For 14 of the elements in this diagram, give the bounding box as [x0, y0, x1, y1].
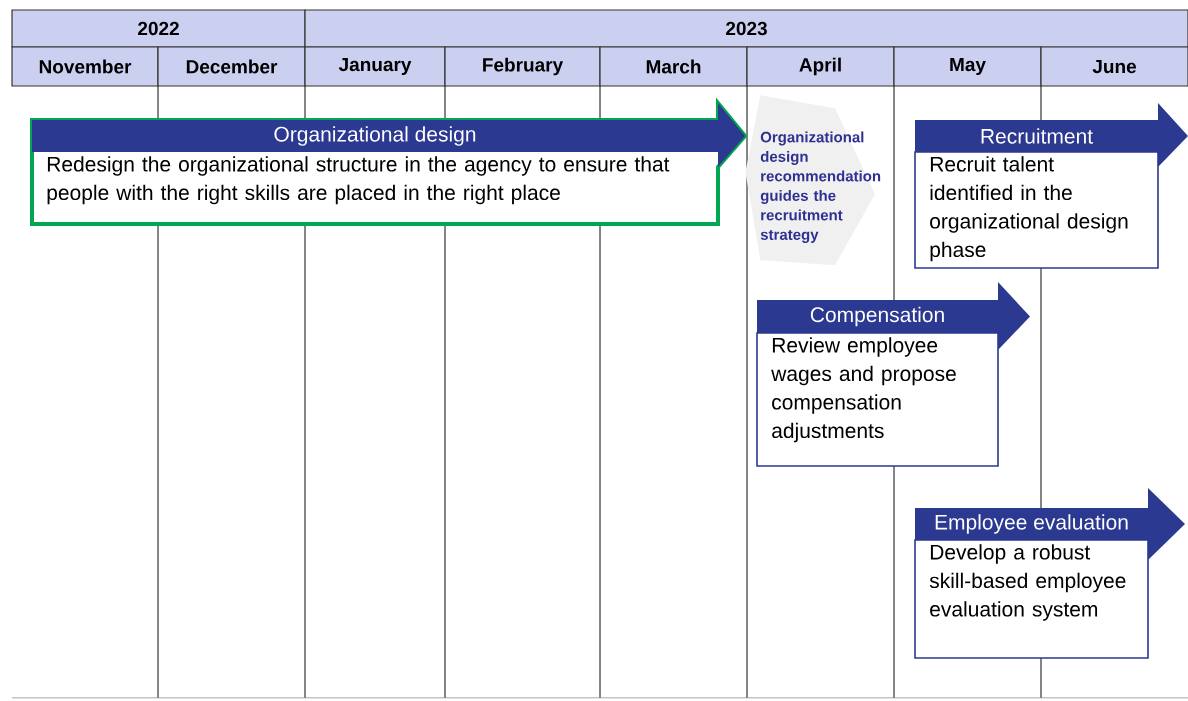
header-cell: May: [893, 46, 1042, 87]
node-label: Compensation: [810, 306, 944, 327]
header-cell: 2022: [11, 9, 306, 48]
edge-label: Organizational design recommendation guides the recruitment strategy: [760, 131, 881, 243]
header-cell: April: [746, 46, 895, 87]
header-cell: March: [599, 46, 748, 87]
header-cell: December: [157, 46, 306, 87]
header-cell: November: [11, 46, 159, 87]
node-label: Employee evaluation: [935, 514, 1128, 534]
header-cell: June: [1040, 46, 1188, 87]
chevron-arrow: [745, 95, 875, 266]
node-label: Recruitment: [981, 128, 1093, 144]
header-cell: January: [304, 46, 446, 87]
header-cell: February: [444, 46, 601, 87]
